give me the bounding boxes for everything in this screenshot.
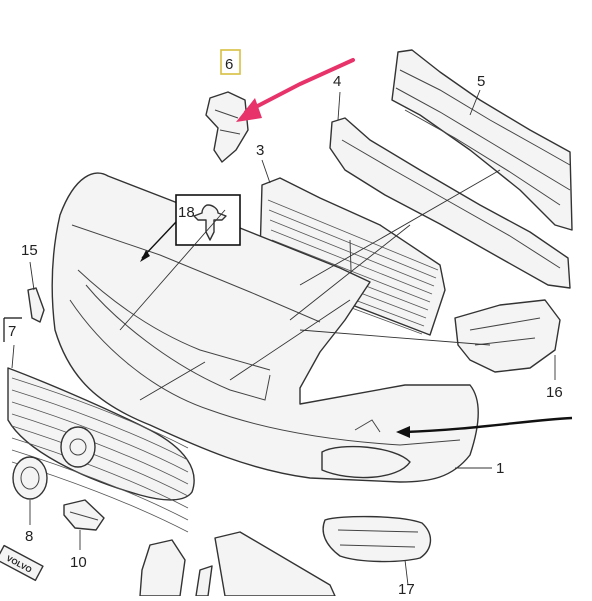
volvo-badge: VOLVO xyxy=(0,544,44,582)
grille-slat xyxy=(11,449,189,521)
pink-arrow xyxy=(236,58,355,122)
highlight-box xyxy=(220,49,241,75)
callout-labels: 1 3 4 5 6 7 8 10 15 16 17 18 xyxy=(8,56,563,598)
grille-slat xyxy=(11,437,189,509)
part-18-clip-box xyxy=(175,194,241,246)
callout-10: 10 xyxy=(70,554,87,571)
part-8-emblem xyxy=(12,456,48,500)
grille-slat xyxy=(268,209,437,279)
grille-slat xyxy=(11,425,189,497)
part-5-reinforcement-beam xyxy=(391,49,573,231)
lower-parts xyxy=(139,531,336,597)
part-15-clip xyxy=(27,287,45,323)
callout-4: 4 xyxy=(333,73,341,90)
callout-16: 16 xyxy=(546,384,563,401)
grille-slat xyxy=(11,377,189,449)
part-10-clip xyxy=(63,499,105,531)
part-17-fog-cover xyxy=(322,515,432,563)
callout-1: 1 xyxy=(496,460,504,477)
part-4-energy-absorber xyxy=(329,117,571,289)
pointer-arrows xyxy=(140,221,573,438)
grille-slat xyxy=(11,401,189,473)
grille-slat xyxy=(267,199,439,271)
grille-slat xyxy=(11,389,189,461)
callout-17: 17 xyxy=(398,581,415,596)
part-6-bracket xyxy=(205,91,249,163)
callout-3: 3 xyxy=(256,142,264,159)
callout-15: 15 xyxy=(21,242,38,259)
part-1-bumper-cover xyxy=(51,172,479,483)
leader-lines xyxy=(11,89,556,586)
part-16-side-bracket xyxy=(454,299,561,373)
grille-slat xyxy=(269,219,435,287)
callout-18: 18 xyxy=(178,204,195,221)
callout-7: 7 xyxy=(8,323,16,340)
part-7-upper-grille xyxy=(7,367,195,533)
callout-8: 8 xyxy=(25,528,33,545)
callout-5: 5 xyxy=(477,73,485,90)
callout-7-bracket xyxy=(3,317,22,342)
callout-6: 6 xyxy=(225,56,233,73)
grille-slat xyxy=(270,229,433,295)
grille-slat xyxy=(11,413,189,485)
